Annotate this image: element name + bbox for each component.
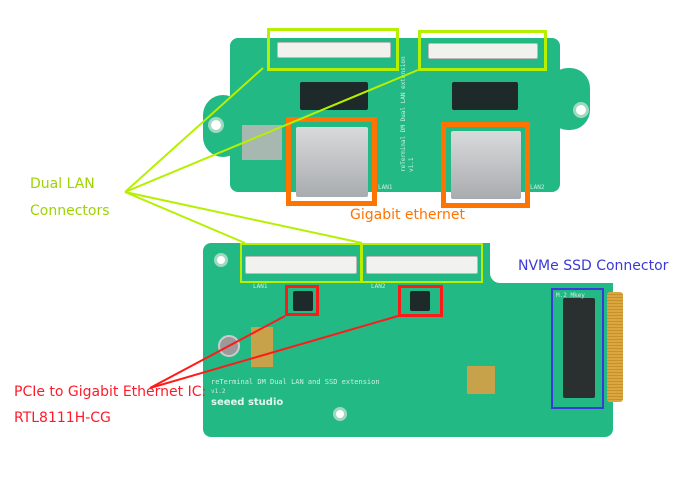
rtl8111h-chip — [410, 291, 430, 311]
rtl-part-label: RTL8111H-CG — [14, 410, 111, 426]
m2-socket — [563, 298, 595, 398]
bottom-board-silkscreen: reTerminal DM Dual LAN and SSD extension — [211, 378, 380, 386]
lan1-label: LAN1 — [378, 184, 393, 191]
lan2-connector — [428, 43, 538, 59]
pointer-line — [124, 191, 363, 244]
m2-edge-fingers — [607, 292, 623, 402]
mount-hole — [208, 117, 224, 133]
ic-box — [285, 285, 319, 316]
nvme-label: NVMe SSD Connector — [518, 258, 669, 274]
lan-connector-box — [267, 28, 399, 71]
ic-box — [398, 285, 443, 317]
pointer-line — [124, 67, 264, 193]
bottom-lan2-connector — [366, 256, 478, 274]
lan1-connector — [277, 42, 391, 58]
pointer-line — [124, 191, 246, 244]
lan-connector-box — [361, 243, 483, 283]
pcie-ic-label: PCIe to Gigabit Ethernet IC: — [14, 384, 207, 400]
ethernet-port-box — [286, 117, 377, 206]
dual-lan-label: Dual LAN — [30, 176, 95, 192]
m2-label: M.2 Mkey — [556, 292, 585, 299]
gold-pad — [467, 366, 495, 394]
seeed-studio-logo: seeed studio — [211, 397, 284, 408]
nvme-box — [551, 288, 604, 409]
bottom-lan2-label: LAN2 — [371, 283, 386, 290]
rj45-port-lan2 — [451, 131, 521, 199]
lan2-label: LAN2 — [530, 184, 545, 191]
transformer-chip — [452, 82, 518, 110]
bottom-lan1-label: LAN1 — [253, 283, 268, 290]
mount-hole — [214, 253, 228, 267]
top-pcb-right-ear — [548, 68, 590, 130]
board-notch — [490, 240, 620, 283]
bottom-board-version: v1.2 — [211, 388, 226, 395]
mount-hole — [333, 407, 347, 421]
pointer-line — [124, 69, 419, 193]
gigabit-ethernet-label: Gigabit ethernet — [350, 207, 465, 223]
pointer-line — [149, 315, 399, 389]
rj45-port-lan1 — [296, 127, 368, 197]
ethernet-port-box — [441, 122, 530, 208]
mount-hole — [573, 102, 589, 118]
pointer-line — [149, 315, 286, 389]
dual-lan-label-2: Connectors — [30, 203, 110, 219]
lan-connector-box — [418, 30, 547, 71]
shield-pad — [242, 125, 282, 160]
rtl8111h-chip — [293, 291, 313, 311]
bottom-lan1-connector — [245, 256, 357, 274]
